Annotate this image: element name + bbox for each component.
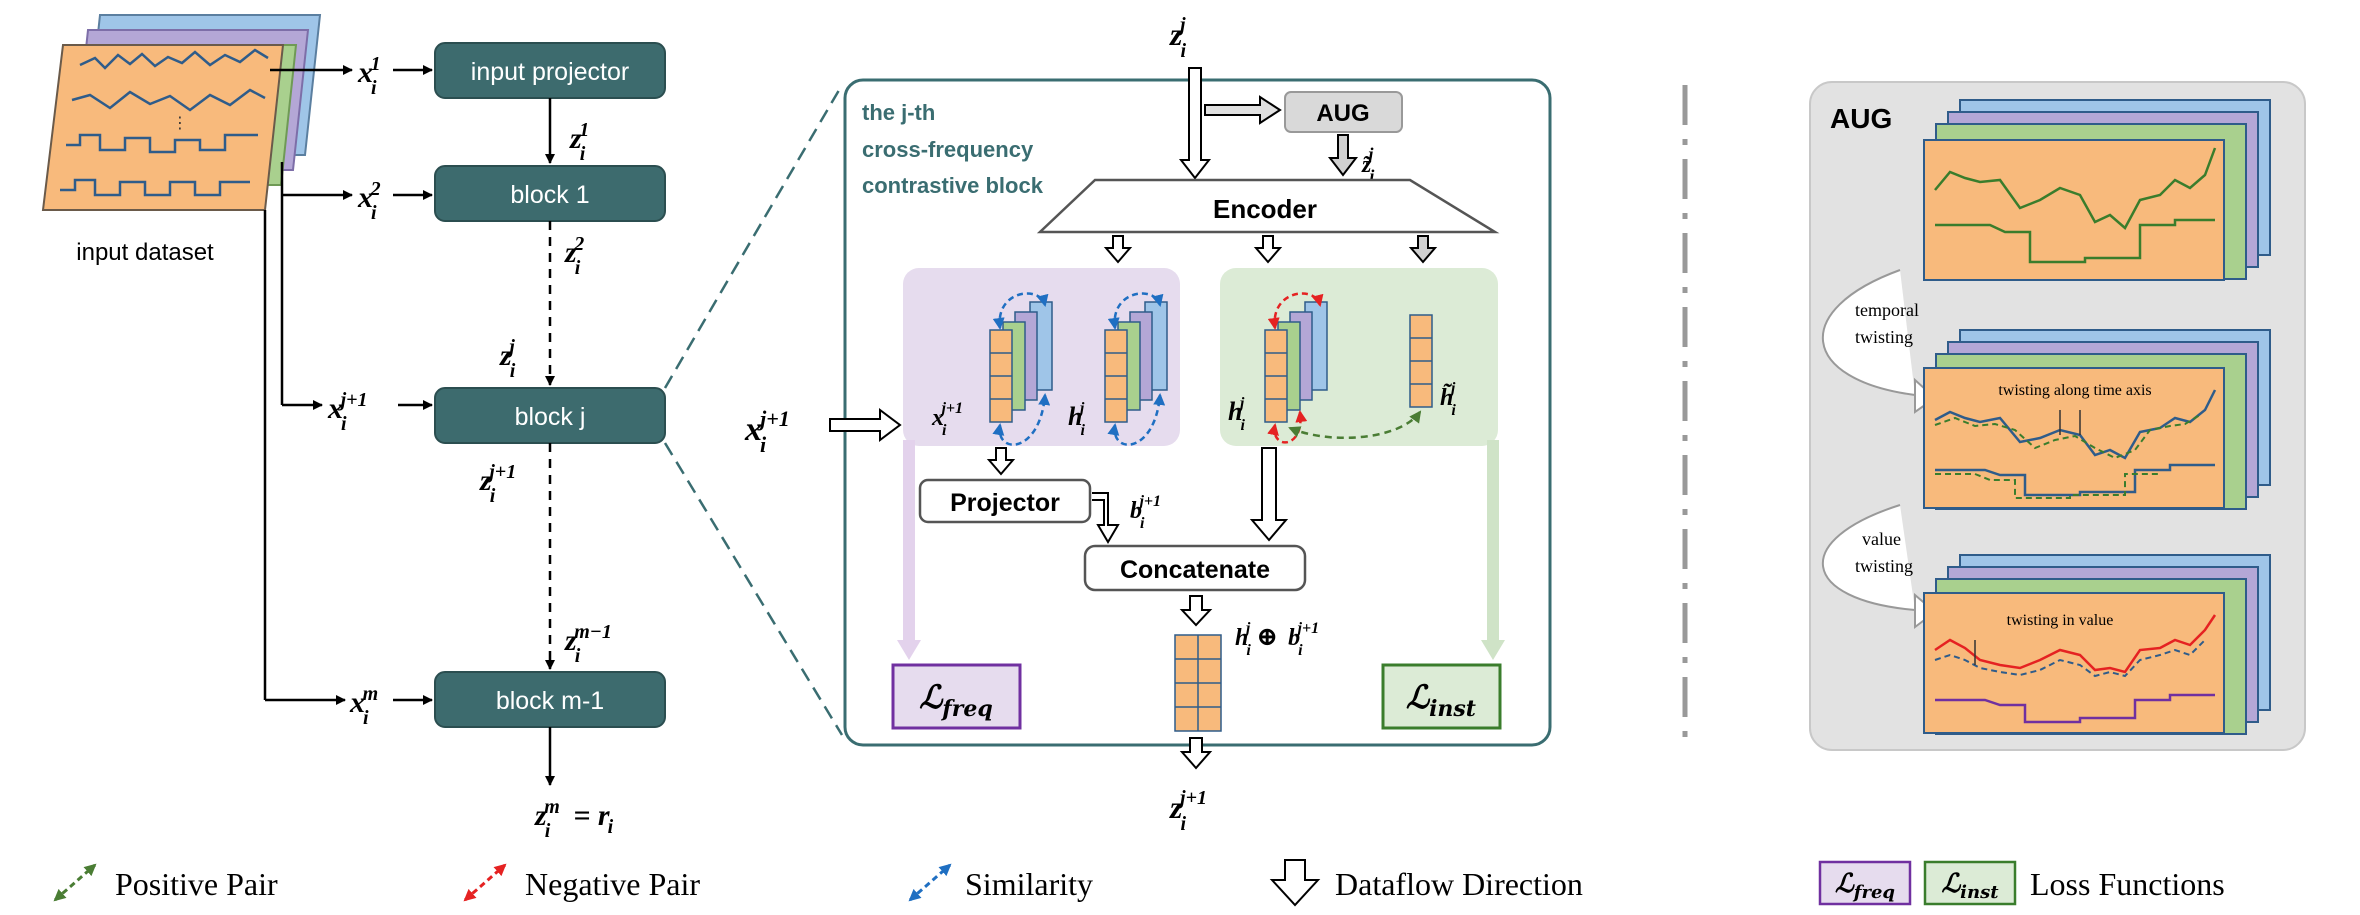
legend-positive: Positive Pair bbox=[115, 866, 278, 902]
blockm-label: block m-1 bbox=[496, 687, 604, 715]
aug-value-stack: twisting in value bbox=[1923, 554, 2271, 735]
legend-similarity: Similarity bbox=[965, 866, 1093, 902]
h-stack-label: hij bbox=[1068, 400, 1085, 439]
aug-title: AUG bbox=[1830, 103, 1892, 134]
aug-temporal-stack: twisting along time axis bbox=[1923, 329, 2271, 510]
legend-lfreq-box bbox=[1818, 860, 1912, 906]
blockj-label: block j bbox=[515, 403, 586, 431]
dataset-label: input dataset bbox=[76, 239, 214, 266]
legend-positive-icon bbox=[53, 863, 97, 902]
legend-similarity-icon bbox=[908, 863, 952, 902]
zj1-out-label: zij+1 bbox=[1169, 787, 1207, 835]
twist-value-label: twisting in value bbox=[2007, 612, 2114, 629]
x1-label: xi1 bbox=[357, 53, 381, 99]
legend-dataflow-icon bbox=[1269, 859, 1321, 907]
svg-text:h̃ij: h̃ij bbox=[1440, 380, 1456, 419]
block-title-3: contrastive block bbox=[862, 173, 1044, 198]
z2-label: zi2 bbox=[564, 233, 584, 279]
svg-text:zim−1: zim−1 bbox=[564, 621, 612, 667]
block-title-2: cross-frequency bbox=[862, 137, 1034, 162]
aug-original-stack bbox=[1923, 99, 2271, 281]
svg-text:xi2: xi2 bbox=[357, 178, 381, 224]
legend-negative-icon bbox=[463, 863, 507, 902]
xj1-input-label: xij+1 bbox=[744, 406, 790, 457]
projector-label: Projector bbox=[950, 489, 1060, 517]
xm-label: xim bbox=[349, 683, 378, 729]
z-tilde-label: z̃ij bbox=[1361, 144, 1374, 186]
block1-label: block 1 bbox=[510, 181, 589, 209]
legend-negative: Negative Pair bbox=[525, 866, 700, 902]
twist-time-label: twisting along time axis bbox=[1998, 382, 2151, 399]
svg-text:zij: zij bbox=[499, 336, 516, 382]
svg-text:zim = ri: zim = ri bbox=[534, 796, 614, 842]
aug-label: AUG bbox=[1316, 100, 1369, 127]
svg-text:zij+1: zij+1 bbox=[1169, 787, 1207, 835]
input-dataset-stack: ⋮ bbox=[41, 14, 322, 211]
svg-text:zi1: zi1 bbox=[569, 119, 589, 165]
instance-region bbox=[1220, 268, 1498, 446]
svg-text:xi1: xi1 bbox=[357, 53, 381, 99]
projector-box bbox=[918, 478, 1092, 524]
zm-label: zim = ri bbox=[534, 796, 614, 842]
legend-loss: Loss Functions bbox=[2030, 866, 2225, 902]
x2-label: xi2 bbox=[357, 178, 381, 224]
h-inst-label: hij bbox=[1228, 395, 1245, 434]
svg-text:xim: xim bbox=[349, 683, 378, 729]
zj1-label: zij+1 bbox=[479, 461, 516, 507]
l-freq-box bbox=[891, 663, 1022, 730]
aug-box bbox=[1284, 91, 1403, 133]
svg-text:xij+1: xij+1 bbox=[327, 389, 368, 435]
value-label-2: twisting bbox=[1855, 556, 1913, 576]
h-tilde-label: h̃ij bbox=[1440, 380, 1456, 419]
svg-text:z̃ij: z̃ij bbox=[1361, 144, 1374, 186]
block-title-1: the j-th bbox=[862, 100, 935, 125]
svg-text:⋮: ⋮ bbox=[172, 115, 188, 132]
svg-text:zij: zij bbox=[1169, 14, 1186, 62]
concatenate-box bbox=[1083, 544, 1307, 592]
svg-text:xij+1: xij+1 bbox=[744, 406, 790, 457]
svg-text:hij: hij bbox=[1068, 400, 1085, 439]
concatenated-vector bbox=[1174, 634, 1222, 732]
legend: Positive Pair Negative Pair Similarity D… bbox=[53, 859, 2225, 907]
z1-label: zi1 bbox=[569, 119, 589, 165]
h-tilde-vector bbox=[1409, 314, 1433, 408]
legend-dataflow: Dataflow Direction bbox=[1335, 866, 1583, 902]
xj1-label: xij+1 bbox=[327, 389, 368, 435]
value-label-1: value bbox=[1862, 529, 1901, 549]
concatenate-label: Concatenate bbox=[1120, 556, 1270, 584]
zj-label: zij bbox=[499, 336, 516, 382]
encoder bbox=[1036, 178, 1500, 234]
temporal-label-1: temporal bbox=[1855, 300, 1919, 320]
input-projector-label: input projector bbox=[471, 58, 629, 86]
svg-text:zi2: zi2 bbox=[564, 233, 584, 279]
zm1-label: zim−1 bbox=[564, 621, 612, 667]
temporal-label-2: twisting bbox=[1855, 327, 1913, 347]
svg-text:zij+1: zij+1 bbox=[479, 461, 516, 507]
encoder-label: Encoder bbox=[1213, 194, 1317, 224]
l-inst-box bbox=[1381, 663, 1502, 730]
svg-text:hij: hij bbox=[1228, 395, 1245, 434]
legend-linst-box bbox=[1923, 860, 2017, 906]
zj-in-label: zij bbox=[1169, 14, 1186, 62]
